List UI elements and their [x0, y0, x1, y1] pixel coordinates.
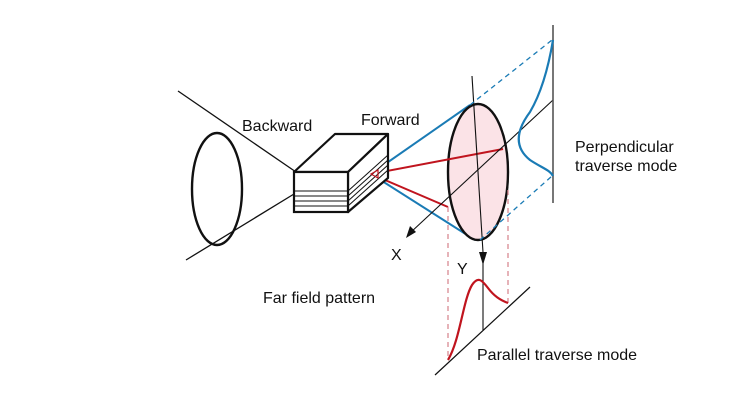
- label-perpendicular-line1: Perpendicular: [575, 139, 674, 156]
- backward-cone-upper-line: [177, 90, 297, 173]
- backward-spot-ellipse: [190, 131, 244, 247]
- perp-guide-upper: [469, 39, 553, 106]
- backward-cone: [177, 90, 297, 261]
- label-axis-x: X: [391, 247, 402, 264]
- label-backward: Backward: [242, 118, 312, 135]
- beam-red-upper: [370, 148, 504, 175]
- y-axis: [471, 75, 487, 330]
- label-parallel-traverse-mode: Parallel traverse mode: [477, 347, 637, 364]
- y-axis-arrowhead: [479, 252, 487, 265]
- parallel-screen-line: [434, 286, 531, 376]
- label-axis-y: Y: [457, 261, 468, 278]
- laser-diode-chip: [292, 132, 390, 214]
- perpendicular-profile-curve: [517, 39, 555, 177]
- label-forward: Forward: [361, 112, 420, 129]
- emission-point: [369, 168, 379, 180]
- backward-cone-lower-line: [185, 193, 295, 261]
- beam-blue-lower: [370, 173, 476, 241]
- perp-guide-lower: [479, 175, 553, 241]
- perpendicular-screen: [469, 25, 555, 241]
- x-axis-arrowhead: [406, 226, 416, 238]
- label-perpendicular-line2: traverse mode: [575, 158, 677, 175]
- parallel-screen: [434, 190, 531, 376]
- chip-front-face: [292, 170, 350, 214]
- label-far-field-pattern: Far field pattern: [263, 290, 375, 307]
- parallel-profile-curve: [447, 278, 509, 361]
- x-axis: [406, 99, 554, 238]
